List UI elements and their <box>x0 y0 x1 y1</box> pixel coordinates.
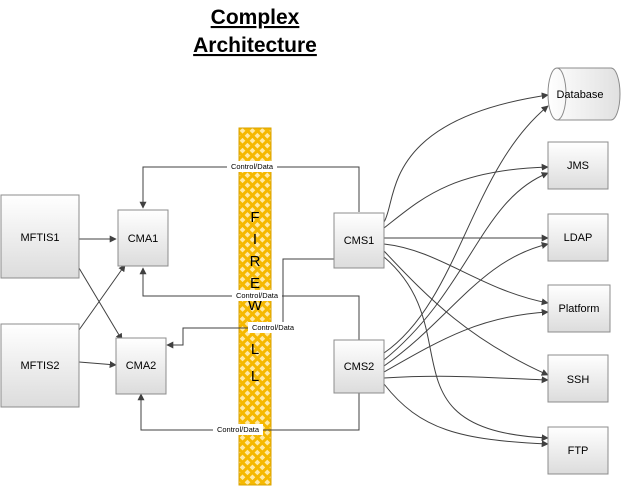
node-label: Platform <box>559 303 600 315</box>
node-box <box>547 426 609 475</box>
edge-label-cms2-cma2: Control/Data <box>217 425 260 434</box>
node-box <box>115 337 167 395</box>
edge-cms1-platform <box>383 243 549 306</box>
edge-cms1-ftp <box>383 256 549 442</box>
firewall-letter: E <box>250 275 260 292</box>
firewall-letter: L <box>251 341 259 358</box>
edge-cms1-database <box>383 92 549 223</box>
edge-mftis2-cma2 <box>78 361 117 368</box>
edge-mftis2-cma1 <box>78 264 126 331</box>
edge-cms1-ssh <box>383 250 549 376</box>
title-line-2: Architecture <box>193 34 317 57</box>
node-box <box>547 354 609 403</box>
diagram-title: Complex Architecture <box>193 6 317 57</box>
node-label: JMS <box>567 160 589 172</box>
node-label: CMA2 <box>126 360 157 372</box>
node-cms2[interactable]: CMS2 <box>333 339 385 394</box>
node-platform[interactable]: Platform <box>547 284 611 333</box>
node-label: SSH <box>567 374 590 386</box>
edge-mftis1-cma2 <box>78 267 123 341</box>
firewall-letter: I <box>253 231 257 248</box>
title-line-1: Complex <box>211 6 300 29</box>
edge-label-bg <box>227 161 277 172</box>
database-cylinder-edge <box>556 67 567 121</box>
node-box <box>547 213 609 262</box>
edge-cms1-jms <box>383 163 549 229</box>
node-cms1[interactable]: CMS1 <box>333 212 385 269</box>
node-box <box>0 194 80 279</box>
node-label: Database <box>556 89 603 101</box>
node-cma2[interactable]: CMA2 <box>115 337 167 395</box>
node-label: MFTIS2 <box>20 360 59 372</box>
node-cma1[interactable]: CMA1 <box>117 209 169 267</box>
edge-cms2-jms <box>383 172 549 361</box>
firewall-letter: R <box>250 253 261 270</box>
node-mftis1[interactable]: MFTIS1 <box>0 194 80 279</box>
node-database[interactable]: Database <box>547 67 621 121</box>
node-label: CMS2 <box>344 361 375 373</box>
node-ssh[interactable]: SSH <box>547 354 609 403</box>
edge-label-bg <box>213 424 263 435</box>
node-box <box>117 209 169 267</box>
edge-labels: Control/Data Control/Data Control/Data C… <box>213 161 298 435</box>
edge-cms2-ldap <box>383 242 549 367</box>
edge-label-cms1-cma1: Control/Data <box>231 162 274 171</box>
node-box <box>0 323 80 408</box>
node-label: LDAP <box>564 232 593 244</box>
node-ldap[interactable]: LDAP <box>547 213 609 262</box>
firewall-letter: F <box>250 209 259 226</box>
edge-cms2-database <box>383 105 549 354</box>
node-box <box>333 212 385 269</box>
node-jms[interactable]: JMS <box>547 141 609 190</box>
node-box <box>547 141 609 190</box>
database-cylinder-icon <box>547 67 621 121</box>
edge-cms1-cma2 <box>166 258 334 349</box>
node-box <box>547 284 611 333</box>
node-label: FTP <box>568 445 589 457</box>
edge-cms2-platform <box>383 308 549 373</box>
node-label: MFTIS1 <box>20 232 59 244</box>
edge-label-bg <box>232 290 282 301</box>
node-box <box>333 339 385 394</box>
edge-label-bg <box>248 322 298 333</box>
firewall-letter: W <box>248 297 263 314</box>
edge-label-cma1-cms2: Control/Data <box>236 291 279 300</box>
node-label: CMS1 <box>344 235 375 247</box>
edge-cms2-ssh <box>383 375 549 384</box>
node-ftp[interactable]: FTP <box>547 426 609 475</box>
node-mftis2[interactable]: MFTIS2 <box>0 323 80 408</box>
edge-cms2-ftp <box>383 383 549 448</box>
firewall-letter: L <box>251 368 259 385</box>
edge-label-cms1-cma2: Control/Data <box>252 323 295 332</box>
node-label: CMA1 <box>128 233 159 245</box>
